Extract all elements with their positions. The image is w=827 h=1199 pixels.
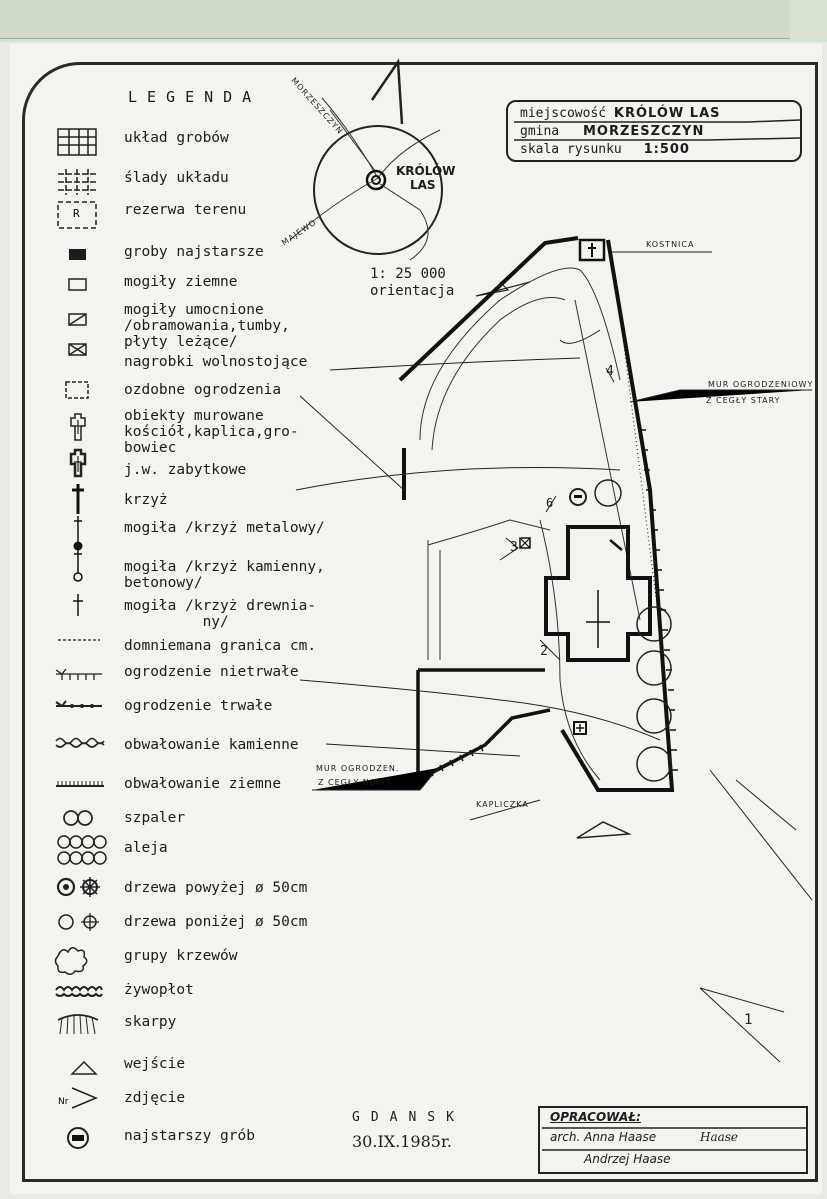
label-chapel: KAPLICZKA	[476, 800, 529, 809]
scale-row: skala rysunku 1:500	[520, 142, 690, 157]
legend-label: obwałowanie ziemne	[124, 776, 282, 792]
legend-label: grupy krzewów	[124, 948, 238, 964]
commune-label: gmina	[520, 124, 560, 139]
reinforced-grave-icon	[68, 313, 87, 326]
large-tree-icon	[56, 877, 100, 897]
permanent-fence-icon	[55, 700, 102, 708]
legend-label: obwałowanie kamienne	[124, 737, 299, 753]
freestanding-tombstone-icon	[68, 343, 87, 356]
legend-label: ogrodzenie nietrwałe	[124, 664, 299, 680]
photo-number-4: 4	[606, 364, 614, 379]
prepared-by-label: OPRACOWAŁ:	[550, 1110, 641, 1124]
metal-cross-grave-icon	[73, 516, 83, 551]
legend-label: groby najstarsze	[124, 244, 264, 260]
scale-value: 1:500	[643, 142, 690, 157]
stone-embankment-icon	[55, 737, 105, 748]
legend-label: ozdobne ogrodzenia	[124, 382, 282, 398]
legend-label: mogiła /krzyż drewnia- ny/	[124, 598, 317, 630]
avenue-icon	[57, 835, 107, 865]
scale-label: skala rysunku	[520, 142, 622, 157]
reserve-icon: R	[57, 201, 97, 229]
earth-embankment-icon	[56, 781, 104, 787]
photo-number-3: 3	[510, 540, 518, 555]
legend-label: rezerwa terenu	[124, 202, 247, 218]
photo-direction-icon: Nr	[58, 1087, 98, 1109]
presumed-border-icon	[58, 639, 100, 641]
legend-label: mogiła /krzyż metalowy/	[124, 520, 325, 536]
legend-label: drzewa powyżej ø 50cm	[124, 880, 308, 896]
place-value: KRÓLÓW LAS	[613, 106, 721, 121]
author-box: OPRACOWAŁ: arch. Anna Haase Haase Andrze…	[538, 1106, 808, 1174]
photo-number-1: 1	[744, 1012, 753, 1028]
label-new-wall-2: Z CEGŁY NOWY	[318, 778, 392, 787]
commune-row: gmina MORZESZCZYN	[520, 124, 704, 139]
author-2: Andrzej Haase	[584, 1152, 671, 1166]
oldest-graves-icon	[69, 249, 86, 260]
legend-label: żywopłot	[124, 982, 194, 998]
legend-label: najstarszy grób	[124, 1128, 255, 1144]
photo-number-2: 2	[540, 644, 548, 659]
cross-icon	[72, 484, 84, 514]
wooden-cross-grave-icon	[73, 594, 83, 616]
svg-text:Nr: Nr	[58, 1097, 69, 1107]
legend-label: nagrobki wolnostojące	[124, 354, 308, 370]
masonry-building-icon	[70, 413, 86, 441]
legend-label: ślady układu	[124, 170, 229, 186]
top-edge-strip-inner	[0, 0, 790, 39]
stone-cross-grave-icon	[73, 549, 83, 582]
tree-row-icon	[63, 810, 93, 826]
signature: Haase	[700, 1130, 739, 1144]
grid-traces-icon	[58, 169, 96, 195]
decorative-fence-icon	[65, 381, 89, 399]
entrance-triangle-icon	[70, 1060, 98, 1075]
author-1: arch. Anna Haase	[550, 1130, 657, 1144]
legend-label: mogiła /krzyż kamienny, betonowy/	[124, 559, 325, 591]
place-label: miejscowość	[520, 106, 607, 121]
svg-text:R: R	[73, 207, 80, 220]
legend-label: obiekty murowane kościół,kaplica,gro- bo…	[124, 408, 299, 456]
photo-number-6: 6	[546, 496, 554, 510]
locator-scale-block: 1: 25 000 orientacja	[370, 266, 454, 300]
label-ossuary: KOSTNICA	[646, 240, 695, 249]
drawing-frame	[22, 62, 818, 1182]
info-box-dividers	[514, 119, 801, 141]
locator-scale: 1: 25 000	[370, 266, 446, 282]
historic-building-icon	[69, 448, 87, 478]
town-name-2: LAS	[410, 178, 436, 192]
legend-label: drzewa poniżej ø 50cm	[124, 914, 308, 930]
location-info-box: miejscowość KRÓLÓW LAS gmina MORZESZCZYN…	[506, 100, 802, 162]
grid-icon	[57, 128, 97, 156]
label-old-wall-2: Z CEGŁY STARY	[706, 396, 781, 405]
legend-label: domniemana granica cm.	[124, 638, 317, 654]
legend-label: mogiły ziemne	[124, 274, 238, 290]
temporary-fence-icon	[55, 668, 102, 680]
earth-grave-icon	[68, 278, 87, 291]
author-box-lines	[542, 1127, 808, 1151]
legend-label: j.w. zabytkowe	[124, 462, 247, 478]
legend-label: szpaler	[124, 810, 186, 826]
legend-label: krzyż	[124, 492, 168, 508]
label-old-wall-1: MUR OGRODZENIOWY	[708, 380, 814, 389]
legend-label: wejście	[124, 1056, 186, 1072]
legend-label: skarpy	[124, 1014, 177, 1030]
town-name: KRÓLÓW	[396, 164, 456, 178]
label-new-wall-1: MUR OGRODZEN.	[316, 764, 400, 773]
legend-label: mogiły umocnione /obramowania,tumby, pły…	[124, 302, 290, 350]
commune-value: MORZESZCZYN	[582, 124, 705, 139]
place-row: miejscowość KRÓLÓW LAS	[520, 106, 721, 121]
oldest-grave-icon	[67, 1127, 89, 1149]
legend-label: układ grobów	[124, 130, 229, 146]
shrub-group-icon	[54, 947, 88, 975]
legend-label: ogrodzenie trwałe	[124, 698, 273, 714]
footer-date: 30.IX.1985r.	[352, 1132, 452, 1151]
legend-label: aleja	[124, 840, 168, 856]
locator-orientation: orientacja	[370, 283, 455, 299]
legend-title: LEGENDA	[128, 88, 262, 106]
slope-icon	[57, 1014, 99, 1035]
small-tree-icon	[58, 913, 99, 931]
hedge-icon	[55, 986, 103, 997]
legend-label: zdjęcie	[124, 1090, 186, 1106]
footer-city: GDANSK	[352, 1110, 465, 1125]
